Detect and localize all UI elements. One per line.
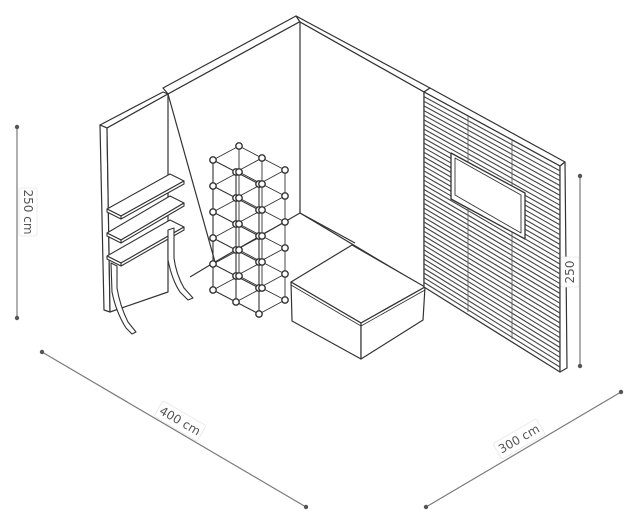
cube-connector <box>281 270 289 278</box>
cube-connector <box>235 142 243 150</box>
cube-connector <box>255 310 263 318</box>
slat-line <box>423 240 561 324</box>
cube-connector <box>209 156 217 164</box>
cube-connector <box>235 194 243 202</box>
cube-connector <box>258 232 266 240</box>
slat-line <box>423 230 561 314</box>
cube-connector <box>232 298 240 306</box>
slat-line <box>423 249 561 334</box>
cube-connector <box>209 260 217 268</box>
cube-connector <box>281 244 289 252</box>
slat-line <box>423 267 561 353</box>
cube-connector <box>258 284 266 292</box>
slat-line <box>423 189 561 270</box>
cube-connector <box>235 272 243 280</box>
slat-line <box>423 124 561 201</box>
slat-line <box>423 281 561 368</box>
width-dimension: 400 cm <box>39 349 309 510</box>
cube-connector <box>281 296 289 304</box>
cube-connector <box>258 154 266 162</box>
slat-line <box>423 184 561 265</box>
cube-connector <box>258 206 266 214</box>
slat-line <box>423 133 561 211</box>
slat-line <box>423 277 561 363</box>
slat-line <box>423 221 561 304</box>
slat-line <box>423 114 561 191</box>
cube-connector <box>209 234 217 242</box>
height-dimension-right: 250 <box>560 173 583 369</box>
slat-line <box>423 105 561 182</box>
slat-line <box>423 212 561 294</box>
height-dimension-left: 250 cm <box>14 124 38 321</box>
slat-line <box>423 193 561 275</box>
cube-shelf-unit <box>209 142 289 318</box>
cube-connector <box>281 192 289 200</box>
slatwall-panel <box>423 87 568 373</box>
cube-connector <box>209 182 217 190</box>
cube-connector <box>209 286 217 294</box>
cube-connector <box>281 218 289 226</box>
slat-line <box>423 207 561 290</box>
slat-line <box>423 258 561 344</box>
cube-frame-line <box>258 299 286 315</box>
depth-dimension: 300 cm <box>423 389 624 510</box>
slat-line <box>423 119 561 196</box>
cube-connector <box>235 168 243 176</box>
slat-line <box>423 100 561 177</box>
wall-screen <box>450 152 526 240</box>
cube-connector <box>258 180 266 188</box>
right-back-wall <box>295 15 431 288</box>
slat-line <box>423 110 561 187</box>
counter-side <box>360 286 426 360</box>
cube-connector <box>258 258 266 266</box>
height-label-right: 250 <box>563 261 577 284</box>
slat-line <box>423 128 561 206</box>
slat-line <box>423 254 561 339</box>
cube-frame-line <box>212 145 240 161</box>
cube-connector <box>235 220 243 228</box>
slat-line <box>423 244 561 329</box>
cube-connector <box>281 166 289 174</box>
cube-connector <box>235 246 243 254</box>
slat-line <box>423 202 561 285</box>
left-back-wall <box>162 15 304 263</box>
shelf-legs <box>110 227 194 335</box>
slat-line <box>423 235 561 319</box>
slat-line <box>423 198 561 280</box>
height-label-left: 250 cm <box>21 189 35 234</box>
slat-line <box>423 263 561 348</box>
counter <box>290 244 426 360</box>
cube-connector <box>209 208 217 216</box>
slat-line <box>423 96 561 172</box>
slat-line <box>423 226 561 309</box>
slat-line <box>423 216 561 299</box>
slat-line <box>423 272 561 358</box>
